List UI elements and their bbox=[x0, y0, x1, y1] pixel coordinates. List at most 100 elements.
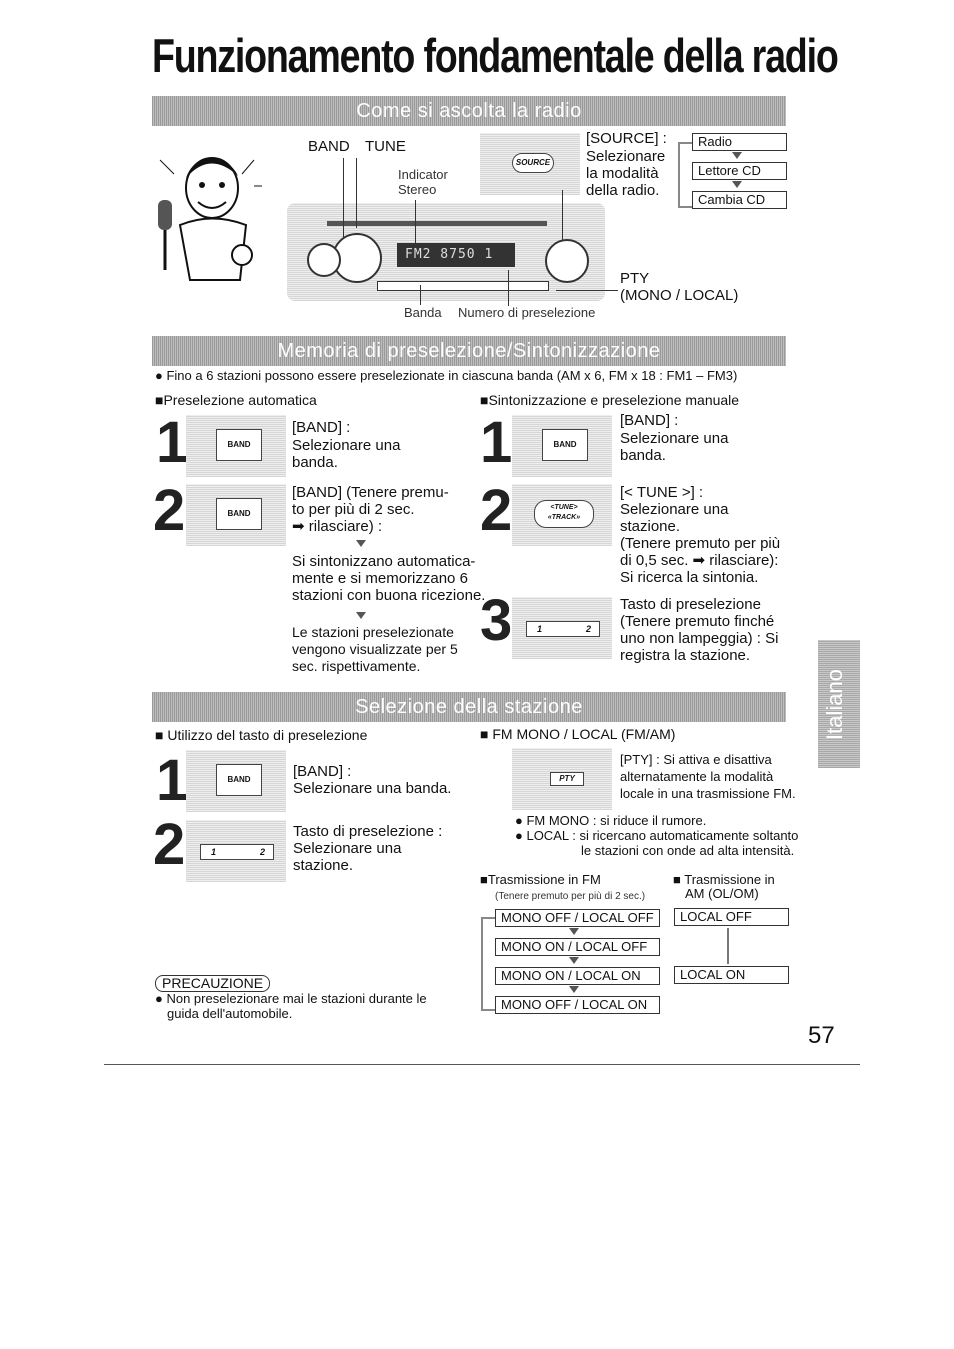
manual-step2-line: stazione. bbox=[620, 518, 681, 535]
preset-button[interactable]: 1 2 bbox=[526, 621, 600, 637]
tune-button[interactable]: <TUNE> «TRACK» bbox=[534, 500, 594, 528]
section-title: Come si ascolta la radio bbox=[356, 99, 582, 122]
select-step2-line: Tasto di preselezione : bbox=[293, 823, 443, 840]
memory-note-text: Fino a 6 stazioni possono essere presele… bbox=[166, 368, 738, 383]
source-button[interactable]: SOURCE bbox=[512, 153, 554, 173]
band-key-panel: BAND bbox=[186, 484, 286, 546]
manual-step3-line: registra la stazione. bbox=[620, 647, 751, 664]
auto-step2-release: rilasciare) : bbox=[308, 518, 383, 535]
source-desc: Selezionare bbox=[586, 148, 666, 165]
leader-line bbox=[356, 158, 357, 228]
arrow-down-icon bbox=[356, 612, 366, 619]
leader-line bbox=[556, 290, 618, 291]
auto-result2-line: sec. rispettivamente. bbox=[292, 658, 421, 674]
step-number: 2 bbox=[153, 478, 186, 543]
language-tab: Italiano bbox=[818, 640, 860, 768]
select-step1-line: Selezionare una banda. bbox=[293, 780, 452, 797]
local-note-text: LOCAL : si ricercano automaticamente sol… bbox=[526, 828, 799, 843]
fm-hold-note: (Tenere premuto per più di 2 sec.) bbox=[495, 891, 646, 902]
leader-line bbox=[343, 158, 344, 238]
band-key-panel: BAND bbox=[186, 415, 286, 477]
pty-button[interactable]: PTY bbox=[550, 772, 584, 786]
auto-result2-line: vengono visualizzate per 5 bbox=[292, 641, 458, 657]
manual-step2-line: [< TUNE >] : bbox=[620, 484, 704, 501]
arrow-down-icon bbox=[569, 957, 579, 964]
manual-step2-line: Selezionare una bbox=[620, 501, 729, 518]
radio-host-illustration bbox=[158, 157, 262, 281]
band-button[interactable]: BAND bbox=[542, 429, 588, 461]
band-label: BAND bbox=[308, 138, 350, 155]
fm-mono-header-text: FM MONO / LOCAL (FM/AM) bbox=[492, 726, 676, 742]
footer-rule bbox=[104, 1064, 860, 1065]
section-title: Selezione della stazione bbox=[355, 695, 583, 718]
local-note: ● LOCAL : si ricercano automaticamente s… bbox=[515, 828, 799, 843]
preset-1-label: 1 bbox=[537, 624, 543, 634]
preset-1-label: 1 bbox=[211, 847, 217, 857]
leader-line bbox=[508, 270, 509, 306]
preset-key-panel: 1 2 bbox=[512, 597, 612, 659]
preset-number-label: Numero di preselezione bbox=[458, 305, 596, 320]
fm-mode: MONO OFF / LOCAL OFF bbox=[495, 909, 660, 927]
manual-step1-line: banda. bbox=[620, 447, 666, 464]
am-trans-header: ■ Trasmissione in bbox=[673, 872, 775, 887]
caution-text-line: guida dell'automobile. bbox=[167, 1006, 293, 1021]
track-key-label: «TRACK» bbox=[547, 514, 581, 521]
fm-trans-header-text: Trasmissione in FM bbox=[487, 872, 601, 887]
mode-cd-player: Lettore CD bbox=[692, 162, 787, 180]
section-header-listen: Come si ascolta la radio bbox=[152, 96, 786, 126]
auto-step2-line: to per più di 2 sec. bbox=[292, 501, 415, 518]
tune-key-label: <TUNE> bbox=[550, 504, 578, 511]
manual-step3-line: Tasto di preselezione bbox=[620, 596, 761, 613]
step-number: 1 bbox=[156, 410, 189, 475]
auto-result-line: mente e si memorizzano 6 bbox=[292, 570, 468, 587]
pty-key-panel: PTY bbox=[512, 748, 612, 810]
manual-step3-line: uno non lampeggia) : Si bbox=[620, 630, 779, 647]
source-desc-3: della radio. bbox=[586, 182, 660, 199]
local-note-line: le stazioni con onde ad alta intensità. bbox=[581, 843, 795, 858]
am-mode: LOCAL ON bbox=[674, 966, 789, 984]
lcd-display: FM2 8750 1 bbox=[397, 243, 515, 267]
auto-step2-line: ➡ rilasciare) : bbox=[292, 518, 383, 535]
section-header-memory: Memoria di preselezione/Sintonizzazione bbox=[152, 336, 786, 366]
step-number: 1 bbox=[156, 748, 189, 813]
step-number: 2 bbox=[480, 478, 513, 543]
source-desc-2: la modalità bbox=[586, 165, 659, 182]
indicator-label: Indicator bbox=[398, 167, 448, 182]
fm-mono-note: ● FM MONO : si riduce il rumore. bbox=[515, 813, 707, 828]
band-button[interactable]: BAND bbox=[216, 429, 262, 461]
band-button[interactable]: BAND bbox=[216, 498, 262, 530]
auto-step2-line: [BAND] (Tenere premu- bbox=[292, 484, 449, 501]
arrow-down-icon bbox=[732, 181, 742, 188]
section-title: Memoria di preselezione/Sintonizzazione bbox=[277, 339, 661, 362]
page-number: 57 bbox=[808, 1022, 835, 1049]
arrow-down-icon bbox=[569, 986, 579, 993]
auto-result2-line: Le stazioni preselezionate bbox=[292, 624, 454, 640]
source-text: [SOURCE] : bbox=[586, 130, 667, 147]
manual-step2-line: (Tenere premuto per più bbox=[620, 535, 781, 552]
step-number: 1 bbox=[480, 410, 513, 475]
manual-header: ■Sintonizzazione e preselezione manuale bbox=[480, 392, 740, 408]
auto-header-text: Preselezione automatica bbox=[163, 392, 317, 408]
tune-knob[interactable] bbox=[545, 239, 589, 283]
am-trans-header-text: Trasmissione in bbox=[684, 872, 775, 887]
memory-note: ● Fino a 6 stazioni possono essere prese… bbox=[155, 368, 738, 383]
stereo-label: Stereo bbox=[398, 182, 437, 197]
tune-label: TUNE bbox=[365, 138, 406, 155]
select-step1-line: [BAND] : bbox=[293, 763, 352, 780]
caution-text-line: Non preselezionare mai le stazioni duran… bbox=[166, 991, 427, 1006]
page-title: Funzionamento fondamentale della radio bbox=[152, 29, 839, 82]
mode-cd-changer: Cambia CD bbox=[692, 191, 787, 209]
step-number: 3 bbox=[480, 588, 513, 653]
preset-buttons[interactable] bbox=[377, 281, 549, 291]
band-button[interactable] bbox=[307, 243, 341, 277]
head-unit: FM2 8750 1 bbox=[287, 203, 605, 301]
preset-button[interactable]: 1 2 bbox=[200, 844, 274, 860]
fm-mode: MONO OFF / LOCAL ON bbox=[495, 996, 660, 1014]
fm-mode: MONO ON / LOCAL OFF bbox=[495, 938, 660, 956]
step-number: 2 bbox=[153, 812, 186, 877]
pty-text-line: alternatamente la modalità bbox=[620, 769, 774, 784]
band-button[interactable]: BAND bbox=[216, 764, 262, 796]
preset-2-label: 2 bbox=[259, 847, 265, 857]
preset-usage-header: ■ Utilizzo del tasto di preselezione bbox=[155, 727, 368, 743]
manual-step2-line: Si ricerca la sintonia. bbox=[620, 569, 759, 586]
